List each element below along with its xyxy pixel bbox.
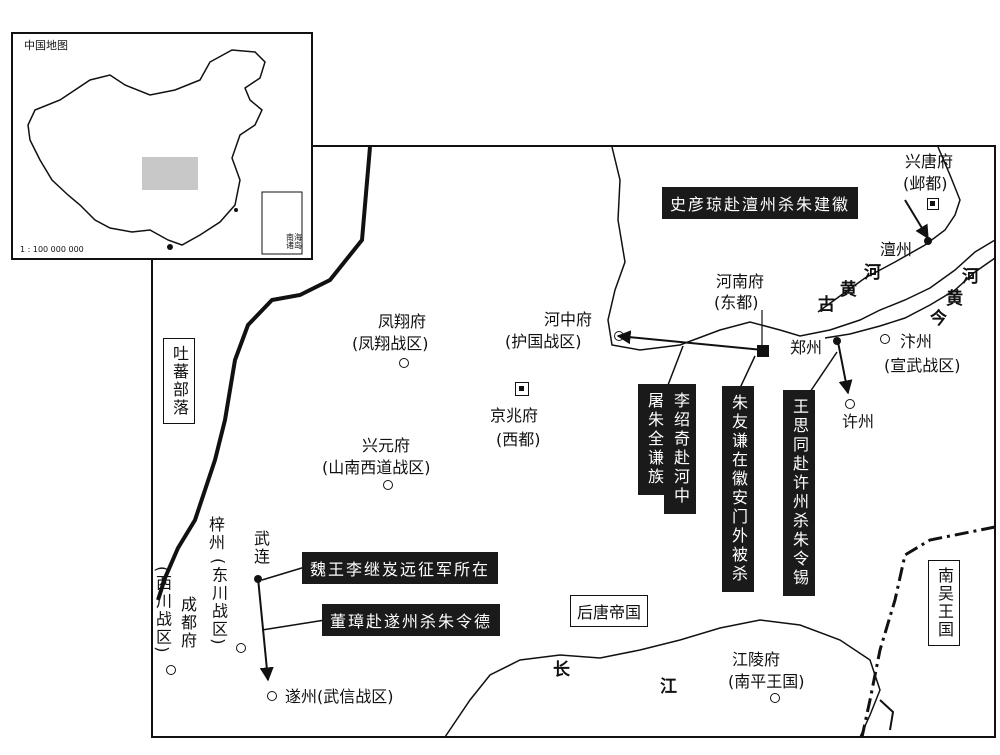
nanwu-border [860,525,996,738]
chengdu-icon [166,665,176,675]
capital-henan-icon [757,345,769,357]
event-wei-wang: 魏王李继岌远征军所在 [302,552,499,584]
city-jiangling: 江陵府 [732,650,781,669]
city-zizhou-note: (东川战区) [209,558,228,647]
arrow-to-hezhong [616,330,764,351]
suizhou-icon [267,691,277,701]
arrow-to-xuzhou [837,341,853,395]
river-jiang: 江 [660,677,677,697]
city-xuzhou: 许州 [842,412,875,431]
zizhou-icon [236,643,246,653]
city-chengdu: 成都府 [178,596,197,650]
river-gu: 古 [818,295,835,315]
arrow-to-chanzhou [904,199,929,240]
river-chang: 长 [553,660,570,680]
event-shi-yanqiong: 史彦琼赴澶州杀朱建徽 [662,187,859,219]
city-zizhou: 梓州 [206,516,225,552]
river-huang-1: 黄 [840,280,857,300]
china-outline [27,49,266,246]
city-hezhong: 河中府 [544,310,593,329]
leader-wei-wang [261,566,306,581]
highlight-area [142,157,198,190]
river-jin: 今 [930,309,947,329]
event-dong-zhang: 董璋赴遂州杀朱令德 [322,604,501,636]
xingyuan-icon [383,480,393,490]
inset-scale: 1 : 100 000 000 [20,245,84,254]
yangtze-outline [444,619,881,738]
fengxiang-icon [399,358,409,368]
zhengzhou-dot-icon [833,337,841,345]
city-xingtang-note: (邺都) [903,174,948,193]
xuzhou-icon [845,399,855,409]
modern-yellow-river [824,257,996,339]
city-bianzhou-note: (宣武战区) [884,356,961,375]
arrow-to-suizhou [257,577,274,682]
city-henan-note: (东都) [714,293,759,312]
leader-li-shaoqi [667,345,684,386]
inset-title: 中国地图 [24,39,68,52]
city-jiangling-note: (南平王国) [728,672,805,691]
event-wang-sitong: 王思同赴许州杀朱令锡 [783,390,815,596]
city-bianzhou: 汴州 [900,332,933,351]
circle-dot-icon [614,331,624,341]
city-wulian: 武连 [251,530,270,566]
city-chengdu-note: (西川战区) [153,566,172,655]
inset-islands-label: 南海诸岛 [286,233,302,250]
event-li-shaoqi-2: 屠朱全谦族 [638,384,670,495]
leader-zhu-youqian [739,355,756,389]
hainan-island [167,244,173,250]
city-xingyuan: 兴元府 [362,436,411,455]
city-xingtang: 兴唐府 [905,152,954,171]
city-zhengzhou: 郑州 [790,338,823,357]
leader-dong-zhang [261,619,326,631]
city-chanzhou: 澶州 [880,240,913,259]
region-houtang: 后唐帝国 [570,595,649,627]
city-jingzhao: 京兆府 [490,406,539,425]
main-map-frame [151,145,996,738]
leader-wang-sitong [809,351,838,393]
jiangling-icon [770,693,780,703]
western-border [156,146,372,601]
city-fengxiang-note: (凤翔战区) [352,334,429,353]
square-dot-icon [927,198,939,210]
capital-jingzhao-icon [515,382,529,396]
city-fengxiang: 凤翔府 [378,312,427,331]
river-huang-2: 黄 [946,289,963,309]
city-henan: 河南府 [716,272,765,291]
taiwan-island [234,208,238,212]
city-hezhong-note: (护国战区) [505,332,582,351]
chanzhou-dot-icon [924,237,932,245]
coastline [607,146,996,351]
river-he-1: 河 [864,263,881,283]
river-he-2: 河 [962,267,979,287]
south-sea-box [261,191,303,255]
region-tubo: 吐蕃部落 [163,338,195,424]
bianzhou-icon [880,334,890,344]
city-jingzhao-note: (西都) [496,430,541,449]
city-xingyuan-note: (山南西道战区) [322,458,431,477]
event-zhu-youqian: 朱友谦在徽安门外被杀 [722,386,754,592]
east-coast-stub [879,699,895,731]
region-nanwu: 南吴王国 [928,560,960,646]
wulian-dot-icon [254,575,262,583]
ancient-yellow-river [817,146,961,313]
city-suizhou: 遂州(武信战区) [285,687,394,706]
